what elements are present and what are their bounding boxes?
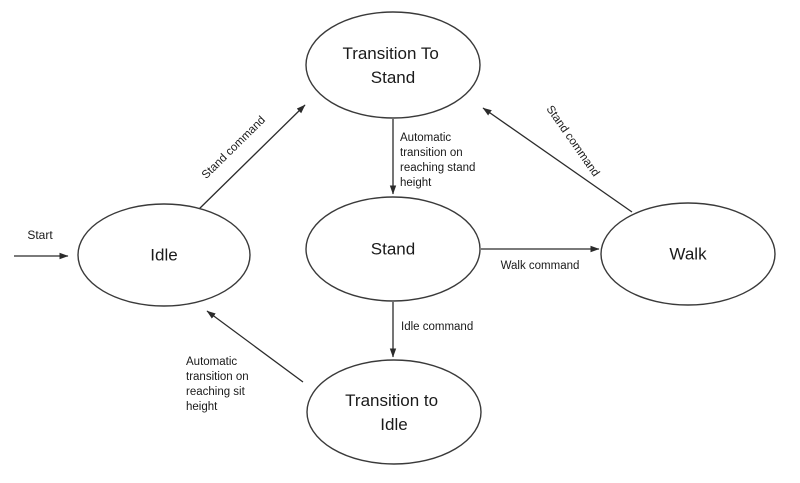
edge-stand-to-transition-to-idle: Idle command — [389, 302, 473, 358]
edge-label-line: reaching sit — [186, 386, 246, 398]
edge-stand-to-walk: Walk command — [481, 245, 600, 272]
state-node-transition-to-idle[interactable]: Transition to Idle — [306, 359, 482, 465]
node-label-line: Stand — [371, 68, 415, 87]
start-label: Start — [27, 228, 53, 242]
edge-transition-to-stand-to-stand: Automatic transition on reaching stand h… — [389, 119, 479, 195]
edge-label-line: transition on — [186, 371, 249, 383]
state-node-stand-label: Stand — [371, 239, 415, 258]
state-node-transition-to-idle-label: Transition to Idle — [345, 391, 443, 434]
node-label-line: Transition To — [342, 44, 438, 63]
edge-line-transition-to-idle-to-idle — [206, 310, 304, 383]
edge-label-line: transition on — [400, 147, 463, 159]
edge-label-stand-to-transition-to-idle: Idle command — [401, 321, 473, 333]
start-marker: Start — [14, 228, 69, 260]
edge-line-idle-to-transition-to-stand — [195, 104, 306, 213]
edge-label-line: height — [400, 177, 432, 189]
state-node-transition-to-stand-label: Transition To Stand — [342, 44, 443, 87]
edge-label-transition-to-stand-to-stand: Automatic transition on reaching stand h… — [400, 132, 479, 189]
node-label-line: Idle — [380, 415, 407, 434]
state-node-walk[interactable]: Walk — [600, 202, 776, 306]
state-node-idle[interactable]: Idle — [77, 203, 251, 307]
edge-label-line: Automatic — [400, 132, 451, 144]
state-node-stand-shape[interactable] — [305, 196, 481, 302]
state-node-transition-to-stand-shape[interactable] — [305, 11, 481, 119]
edge-transition-to-idle-to-idle: Automatic transition on reaching sit hei… — [186, 310, 304, 413]
state-node-walk-shape[interactable] — [600, 202, 776, 306]
state-node-transition-to-stand[interactable]: Transition To Stand — [305, 11, 481, 119]
edge-label-line: reaching stand — [400, 162, 475, 174]
edge-label-line: height — [186, 401, 218, 413]
edge-walk-to-transition-to-stand: Stand command — [482, 104, 633, 213]
edge-label-line: Automatic — [186, 356, 237, 368]
edge-label-idle-to-transition-to-stand: Stand command — [200, 114, 268, 181]
state-node-walk-label: Walk — [669, 244, 707, 263]
edge-label-walk-to-transition-to-stand: Stand command — [544, 104, 602, 179]
edge-label-stand-to-walk: Walk command — [501, 260, 580, 272]
state-node-stand[interactable]: Stand — [305, 196, 481, 302]
edge-line-walk-to-transition-to-stand — [482, 107, 633, 213]
state-node-idle-shape[interactable] — [77, 203, 251, 307]
node-label-line: Transition to — [345, 391, 438, 410]
state-node-transition-to-idle-shape[interactable] — [306, 359, 482, 465]
state-node-idle-label: Idle — [150, 245, 177, 264]
edge-label-transition-to-idle-to-idle: Automatic transition on reaching sit hei… — [186, 356, 252, 413]
edge-idle-to-transition-to-stand: Stand command — [195, 104, 306, 213]
